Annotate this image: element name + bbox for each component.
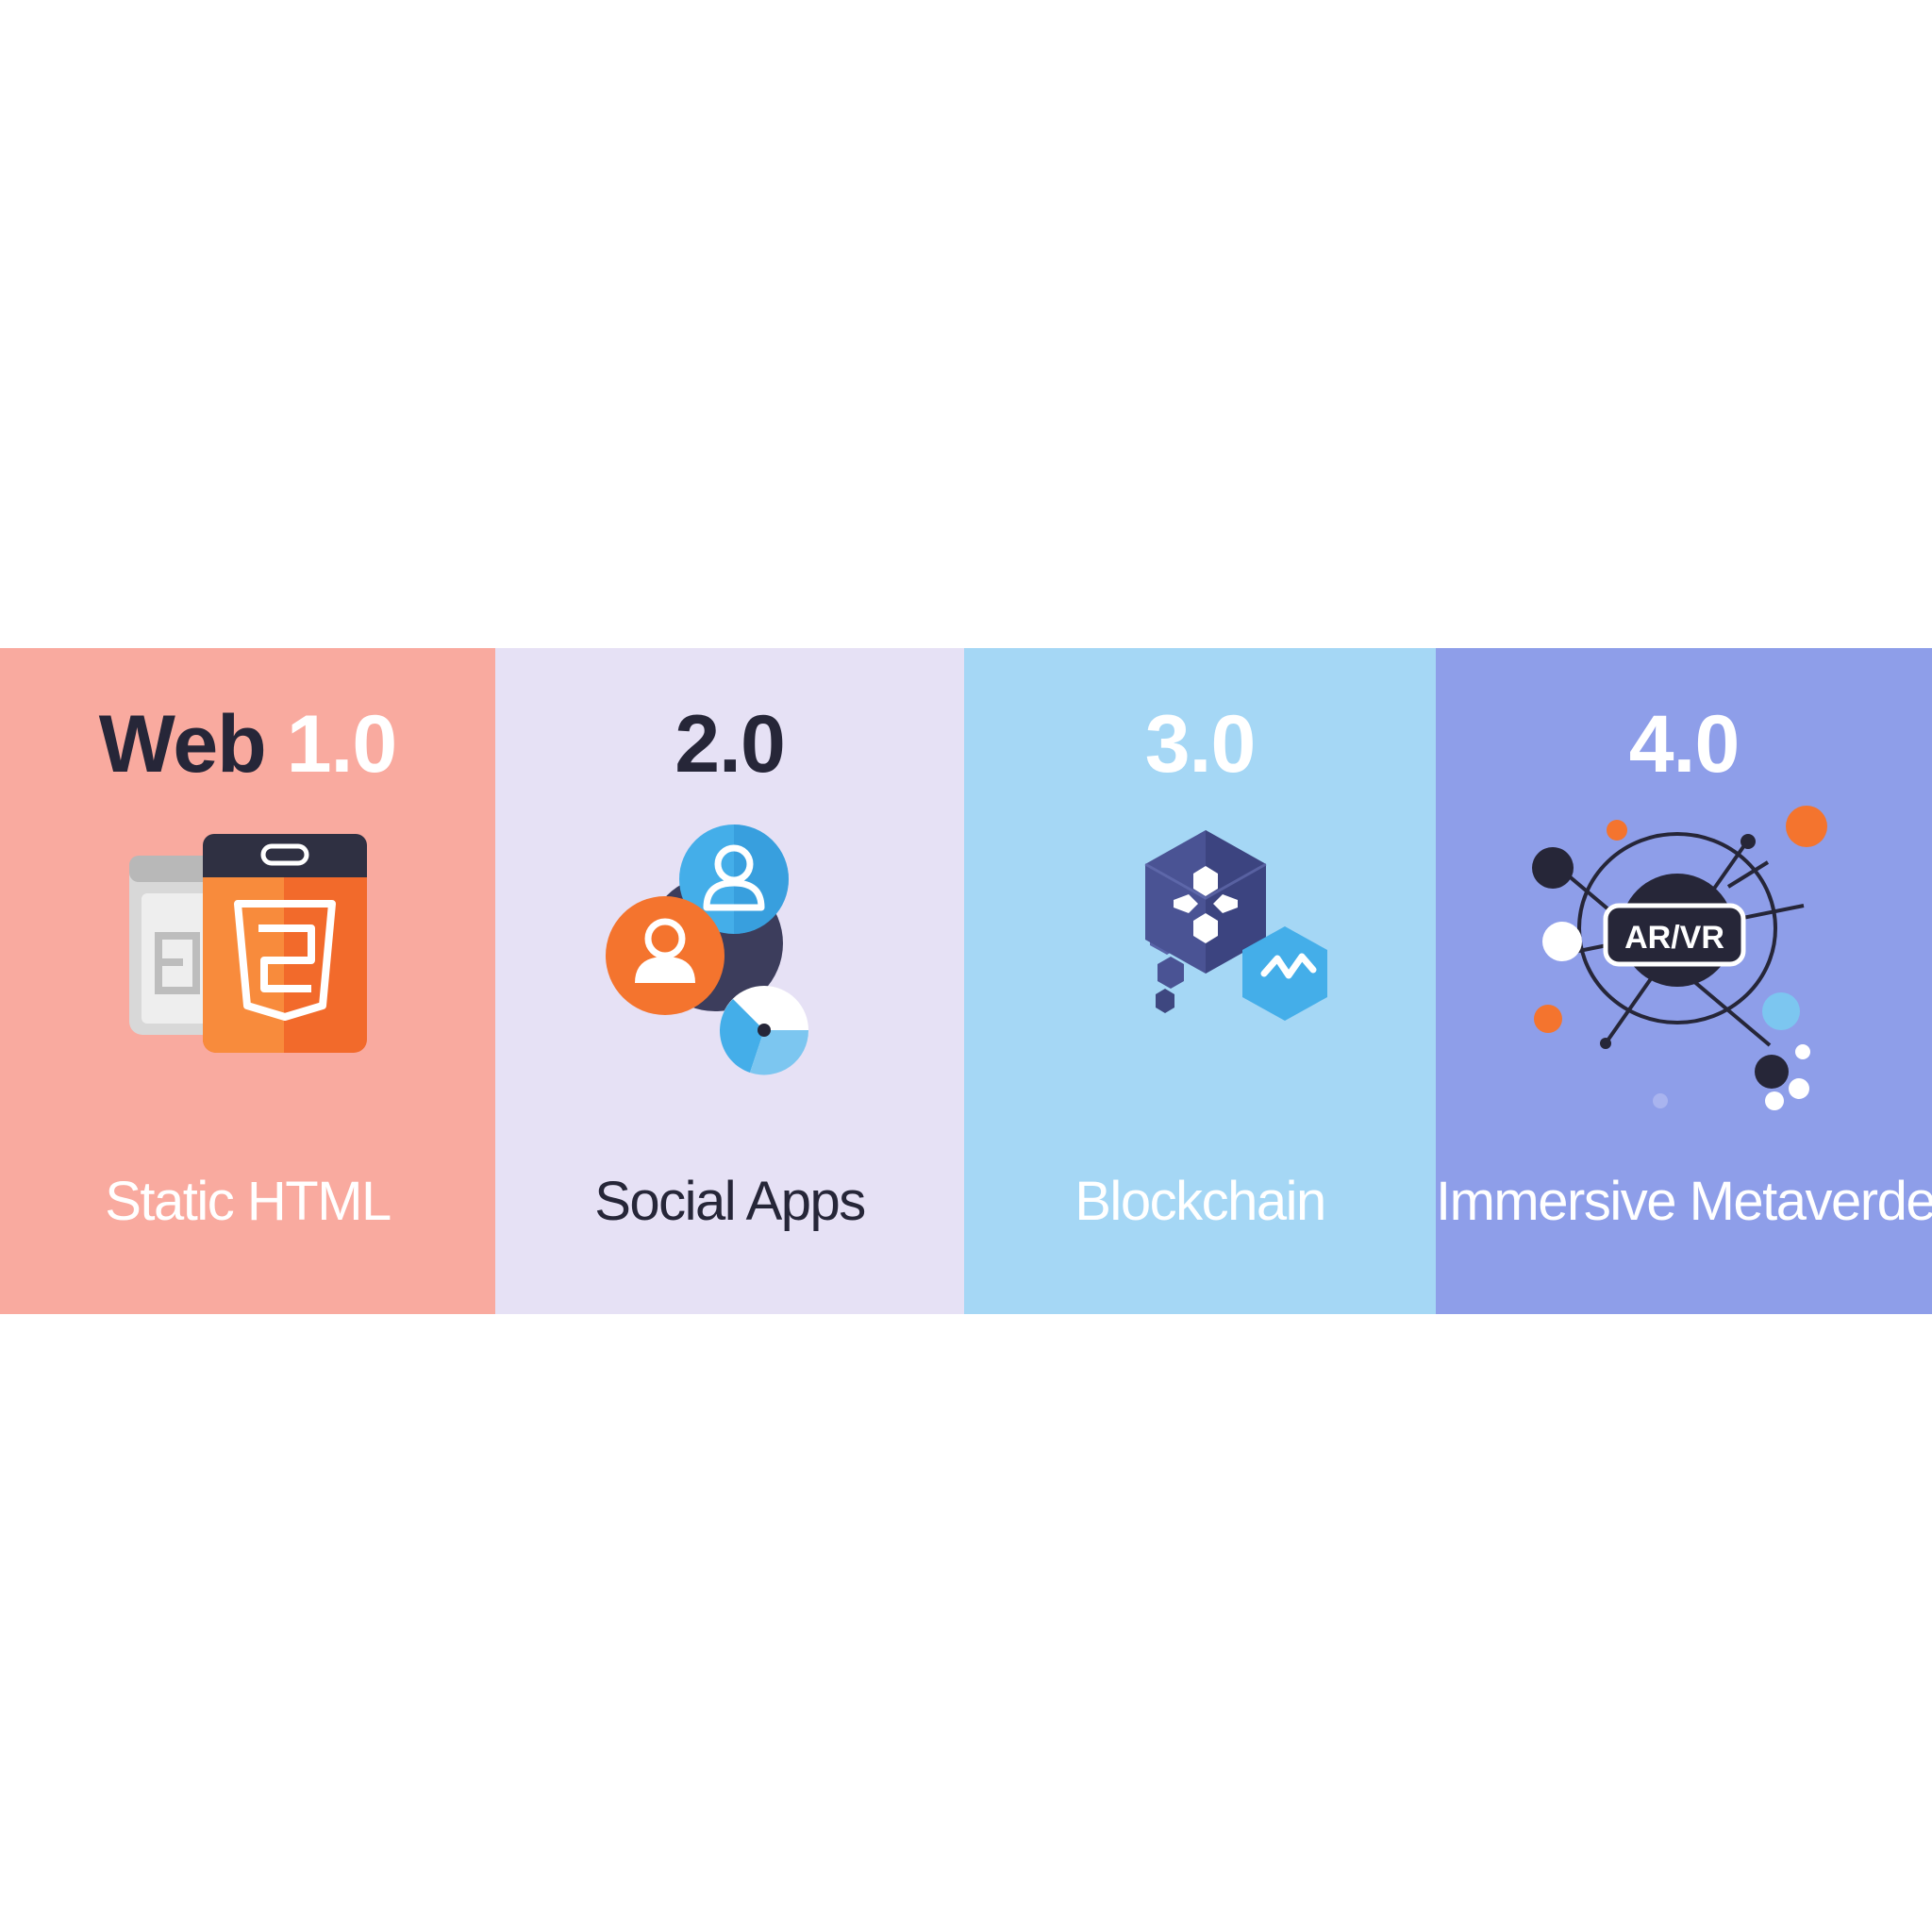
panel-caption: Social Apps <box>594 1171 866 1232</box>
panel-web-4: 4.0 <box>1436 648 1932 1314</box>
heading-version: 2.0 <box>675 699 786 790</box>
panel-heading: 2.0 <box>495 697 964 791</box>
blockchain-hexagon-icon <box>964 823 1436 1115</box>
panel-web-3: 3.0 <box>964 648 1436 1314</box>
heading-version: 3.0 <box>1144 699 1257 790</box>
panel-web-2: 2.0 <box>495 648 964 1314</box>
panel-caption: Static HTML <box>105 1171 391 1232</box>
panel-heading: 4.0 <box>1436 697 1932 791</box>
html-file-icon <box>0 823 495 1115</box>
panel-heading: 3.0 <box>964 697 1436 791</box>
heading-prefix: Web <box>98 699 267 790</box>
panel-caption: Immersive Metaverde <box>1436 1171 1932 1232</box>
social-users-icon <box>495 823 964 1115</box>
ar-vr-network-icon: AR/VR <box>1436 806 1932 1115</box>
ar-vr-label: AR/VR <box>1624 920 1724 956</box>
heading-version: 1.0 <box>286 699 398 790</box>
heading-version: 4.0 <box>1628 699 1740 790</box>
panel-caption: Blockchain <box>1074 1171 1326 1232</box>
